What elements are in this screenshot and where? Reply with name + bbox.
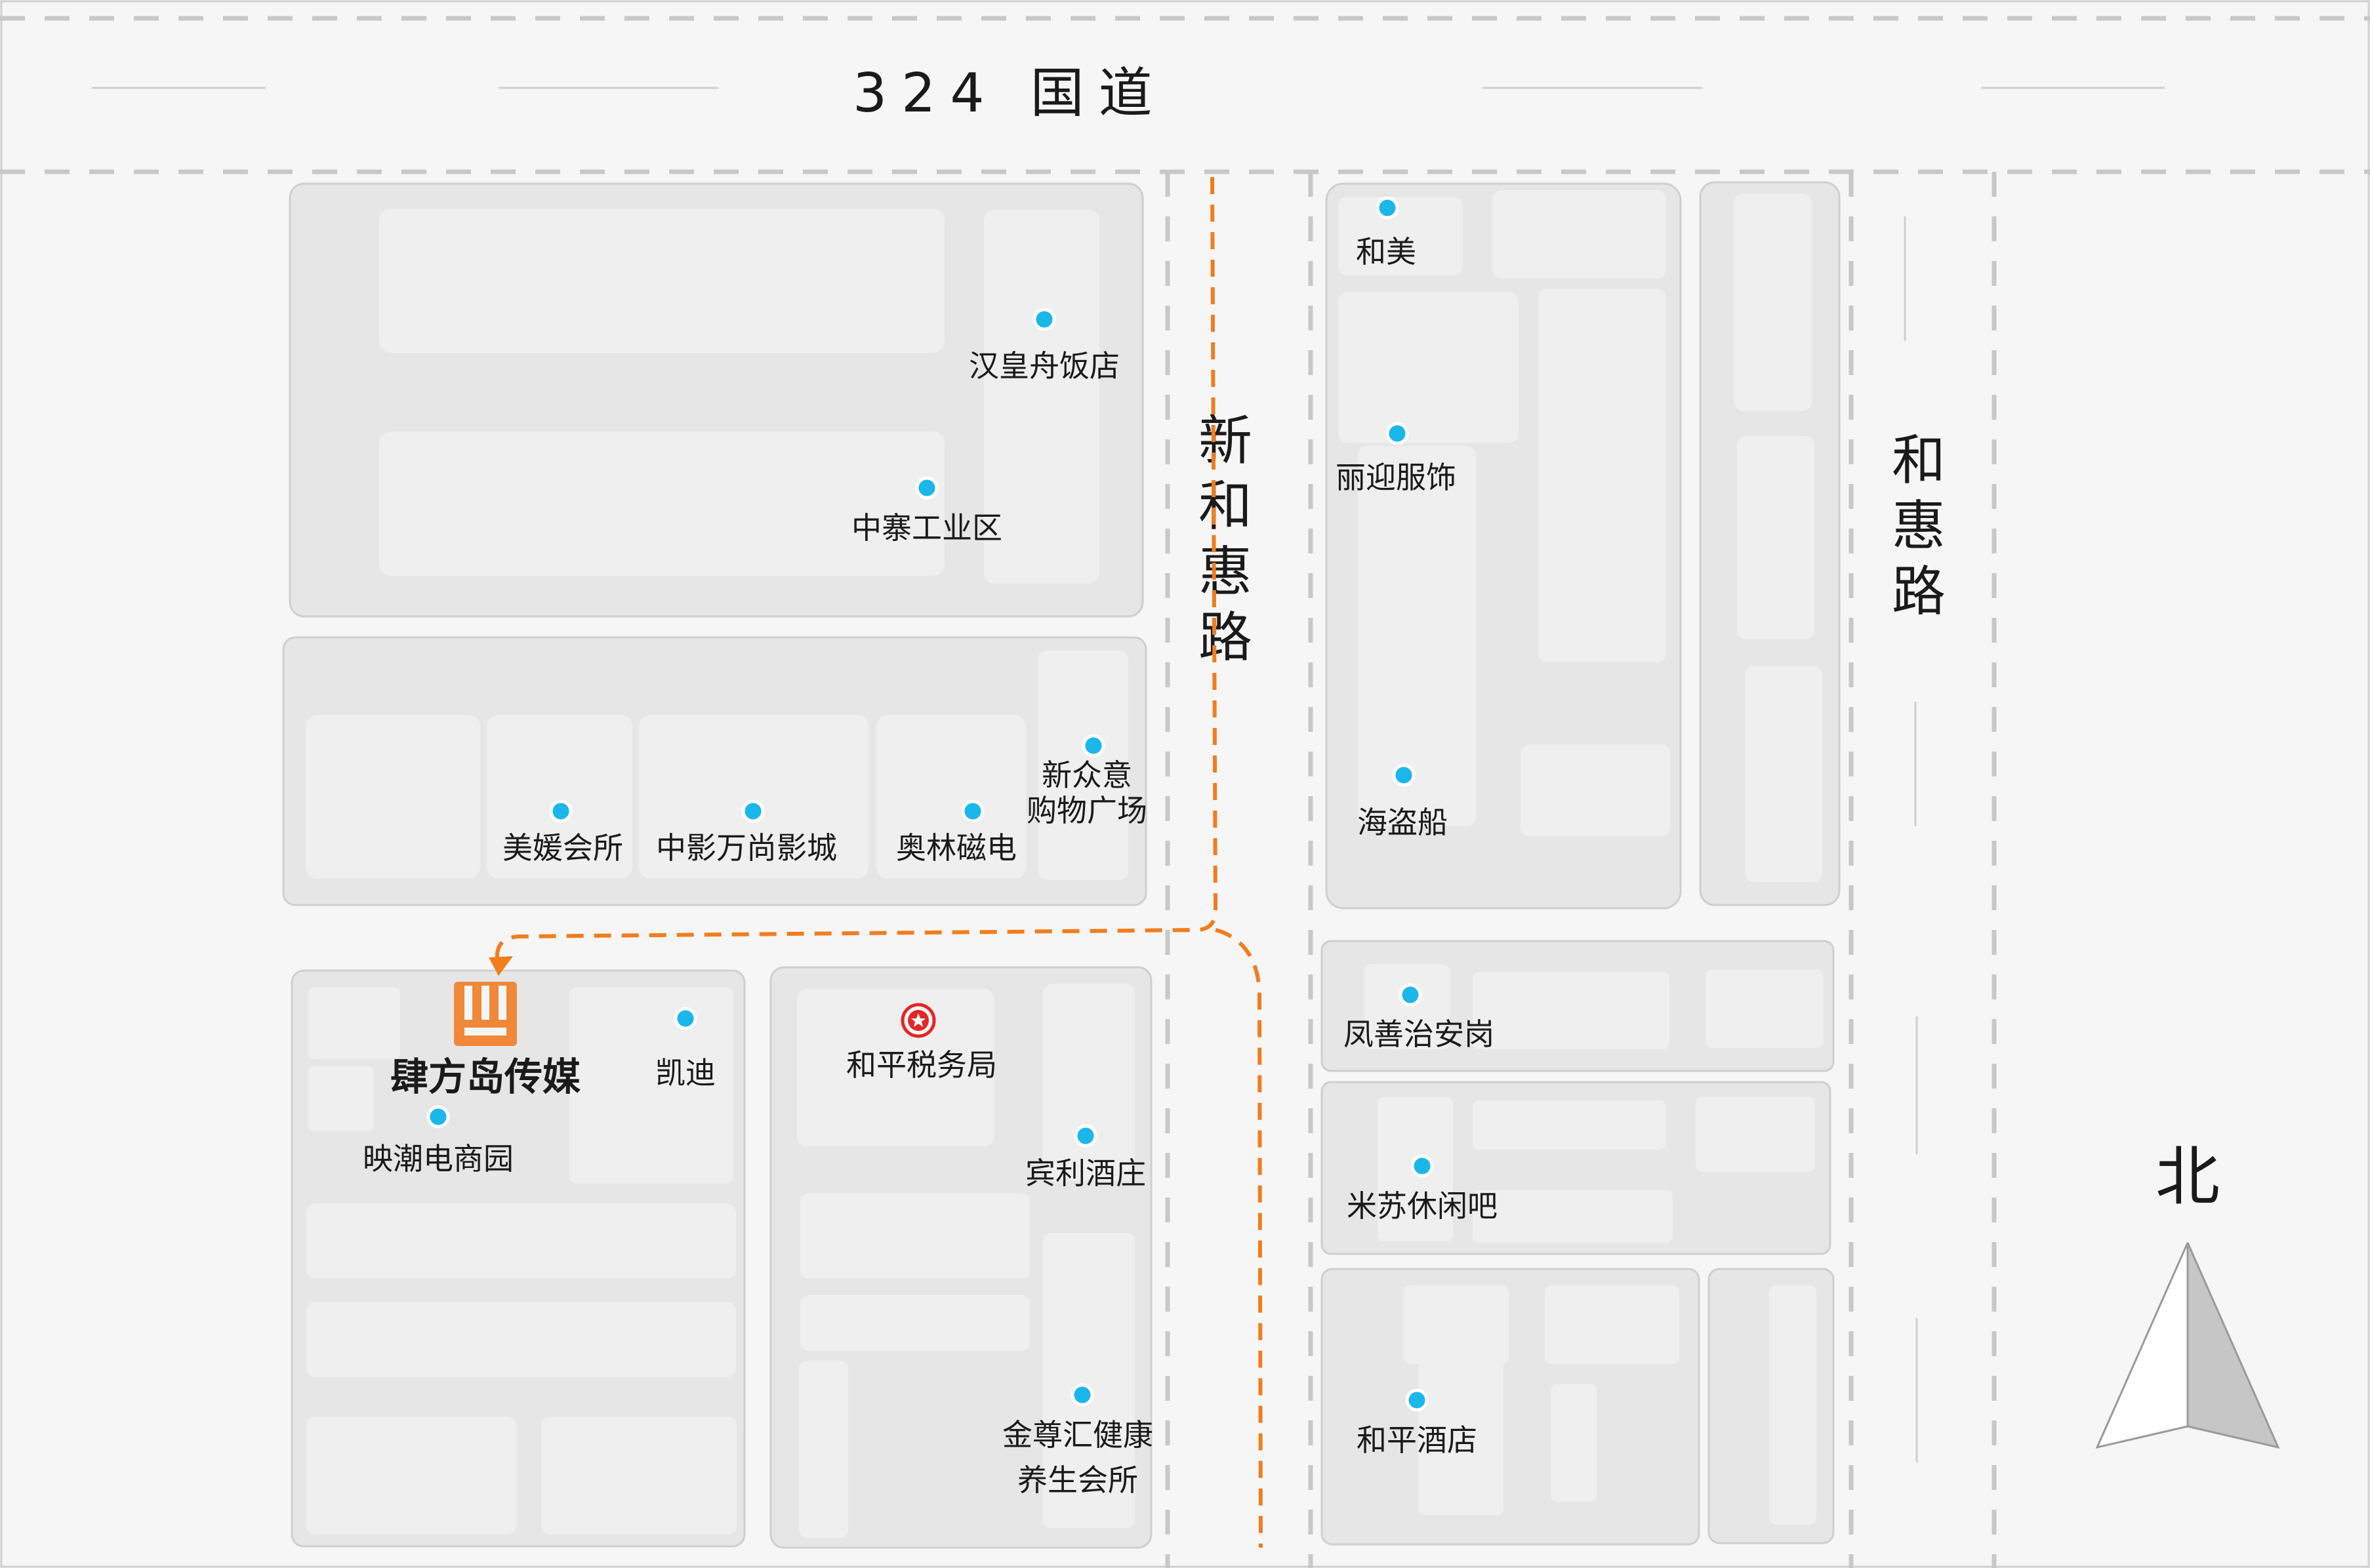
block-left-2 [282,636,1147,906]
poi-marker-icon [1032,308,1056,331]
poi-yingchao[interactable]: 映潮电商园 [363,1105,514,1176]
block-right-4 [1320,1081,1831,1255]
svg-text:和: 和 [1892,430,1946,492]
svg-text:路: 路 [1198,607,1252,669]
poi-kaidi[interactable]: 凯迪 [655,1007,716,1091]
block-right-5 [1320,1268,1700,1546]
company-logo-icon [454,982,517,1046]
poi-marker-icon [1399,983,1422,1007]
poi-label: 宾利酒庄 [1025,1156,1146,1191]
svg-text:和: 和 [1198,475,1252,538]
poi-meiyuan[interactable]: 美媛会所 [502,799,623,866]
svg-text:路: 路 [1892,561,1946,623]
poi-label: 和平税务局 [846,1047,997,1083]
poi-label: 凯迪 [655,1055,716,1091]
poi-marker-icon [915,476,939,500]
poi-label: 和美 [1356,234,1416,270]
poi-label: 凤善治安岗 [1343,1016,1494,1052]
poi-marker-icon [1071,1383,1094,1407]
road-xinhehui [1165,172,1313,1568]
poi-marker-icon [549,799,573,823]
poi-misu[interactable]: 米苏休闲吧 [1347,1154,1498,1224]
poi-label: 和平酒店 [1357,1422,1477,1458]
road-label-324: 324 国道 [853,62,1167,125]
block-left-3 [291,969,746,1548]
poi-zhongzhai[interactable]: 中寨工业区 [851,476,1002,546]
poi-label: 奥林磁电 [896,830,1017,866]
poi-label: 中寨工业区 [851,510,1002,546]
block-right-6 [1707,1268,1835,1544]
poi-label: 米苏休闲吧 [1347,1188,1498,1224]
poi-liying[interactable]: 丽迎服饰 [1336,422,1456,495]
road-label-hehui: 和 惠 路 [1892,430,1946,623]
poi-marker-icon [1405,1388,1429,1412]
poi-fengshan[interactable]: 凤善治安岗 [1343,983,1494,1052]
poi-hemei[interactable]: 和美 [1356,196,1416,270]
company-name: 肆方岛传媒 [390,1055,581,1099]
poi-marker-icon [961,799,985,823]
poi-marker-icon [1385,422,1409,445]
poi-marker-icon [741,799,765,823]
poi-xinzhongyi[interactable]: 新众意 购物广场 [1027,734,1147,828]
poi-label: 映潮电商园 [363,1141,514,1176]
route-path [489,176,1263,1548]
block-right-1 [1325,182,1682,910]
svg-text:惠: 惠 [1892,495,1946,557]
poi-hanhuang[interactable]: 汉皇舟饭店 [969,308,1120,384]
compass-label: 北 [2155,1140,2220,1215]
poi-binli[interactable]: 宾利酒庄 [1025,1124,1146,1191]
poi-label: 海盗船 [1357,805,1448,840]
block-right-3 [1320,940,1835,1072]
poi-label-line-2: 养生会所 [1017,1462,1138,1498]
poi-jinzunhui[interactable]: 金尊汇健康 养生会所 [1002,1383,1153,1498]
block-left-4 [769,966,1153,1549]
poi-label-line-1: 新众意 [1042,757,1132,793]
poi-marker-icon [426,1105,450,1129]
road-hehui [1849,172,1997,1568]
block-right-2 [1699,181,1841,906]
poi-marker-icon [1410,1154,1434,1178]
poi-marker-icon [674,1007,697,1030]
poi-label: 丽迎服饰 [1336,460,1456,495]
poi-aolin[interactable]: 奥林磁电 [896,799,1017,866]
road-label-xinhehui: 新 和 惠 路 [1198,410,1252,669]
poi-haidaochuan[interactable]: 海盗船 [1357,763,1448,840]
poi-label-line-1: 金尊汇健康 [1002,1417,1153,1453]
north-arrow-icon [2095,1242,2280,1449]
poi-label: 汉皇舟饭店 [969,348,1120,384]
poi-marker-icon [1392,763,1416,787]
poi-heping-hotel[interactable]: 和平酒店 [1357,1388,1477,1458]
poi-marker-icon [1074,1124,1097,1148]
poi-zhongying[interactable]: 中影万尚影城 [656,799,837,866]
government-star-icon [901,1003,936,1038]
poi-label: 中影万尚影城 [656,830,837,866]
poi-heping-tax[interactable]: 和平税务局 [846,1003,997,1083]
poi-label: 美媛会所 [502,830,623,866]
svg-text:新: 新 [1198,410,1252,472]
svg-text:惠: 惠 [1198,541,1252,603]
block-left-1 [289,182,1144,618]
poi-label-line-2: 购物广场 [1027,793,1147,828]
poi-marker-icon [1376,196,1399,220]
poi-marker-icon [1082,734,1105,757]
road-324 [0,16,2370,174]
route-arrow-icon [489,956,513,976]
